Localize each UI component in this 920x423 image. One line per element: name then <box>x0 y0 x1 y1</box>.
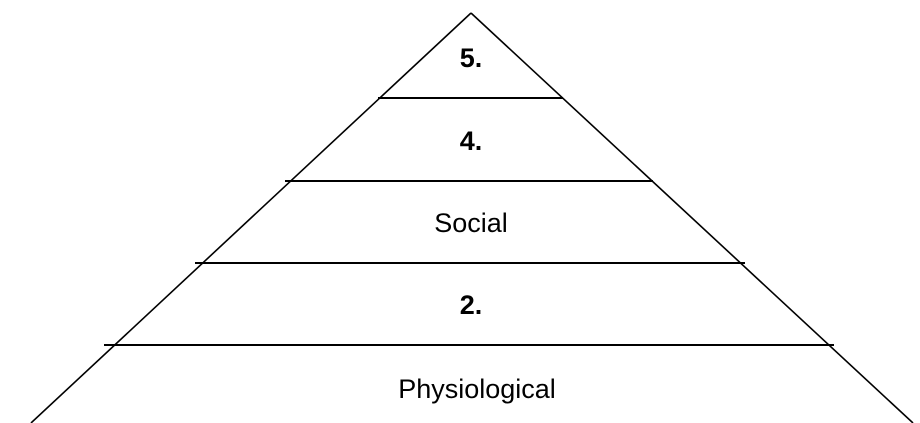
tier-label-2: 2. <box>460 290 483 320</box>
tier-label-4: 4. <box>460 126 483 156</box>
tier-label-social: Social <box>434 208 508 238</box>
pyramid-right-edge <box>470 12 914 423</box>
pyramid-left-edge <box>30 12 472 423</box>
tier-label-5: 5. <box>460 43 483 73</box>
tier-label-physiological: Physiological <box>398 374 556 404</box>
